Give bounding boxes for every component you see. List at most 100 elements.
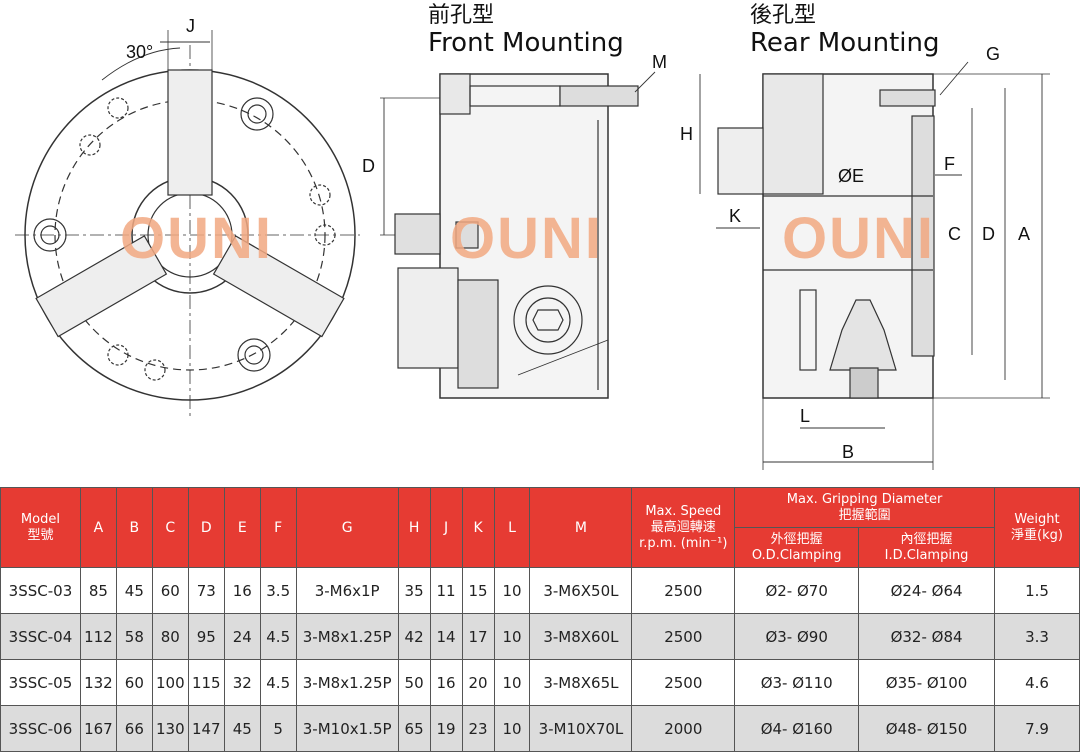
cell-a: 112: [79, 613, 117, 660]
front-mounting-caption-cn: 前孔型: [428, 3, 495, 28]
cell-k: 23: [461, 705, 495, 752]
cell-od: Ø3- Ø110: [734, 659, 860, 706]
header-speed: Max. Speed 最高迴轉速 r.p.m. (min⁻¹): [631, 487, 736, 568]
cell-f: 4.5: [259, 659, 297, 706]
spec-table: Model 型號 A B C D E F G H J K L M Max. Sp…: [0, 487, 1080, 752]
header-model-en: Model: [20, 511, 60, 527]
header-h: H: [397, 487, 431, 568]
header-speed-unit: r.p.m. (min⁻¹): [639, 535, 728, 551]
cell-b: 58: [115, 613, 153, 660]
cell-a: 85: [79, 567, 117, 614]
header-od-cn: 外徑把握: [770, 531, 823, 547]
cell-speed: 2500: [631, 613, 736, 660]
cell-speed: 2500: [631, 567, 736, 614]
cell-m: 3-M10X70L: [529, 705, 633, 752]
dim-label-e: ØE: [838, 166, 864, 186]
cell-g: 3-M6x1P: [295, 567, 399, 614]
cell-c: 130: [151, 705, 189, 752]
cell-e: 45: [223, 705, 261, 752]
table-row: 3SSC-03 85 45 60 73 16 3.5 3-M6x1P 35 11…: [0, 567, 1080, 614]
dim-label-m: M: [652, 52, 667, 72]
cell-weight: 3.3: [993, 613, 1080, 660]
cell-l: 10: [493, 705, 531, 752]
cell-od: Ø2- Ø70: [734, 567, 860, 614]
cell-e: 16: [223, 567, 261, 614]
header-l: L: [493, 487, 531, 568]
cell-f: 4.5: [259, 613, 297, 660]
dim-label-c: C: [948, 224, 961, 244]
cell-m: 3-M8X60L: [529, 613, 633, 660]
technical-drawing: 30° J M D G H ØE F K C D A L B: [15, 16, 1050, 470]
cell-model: 3SSC-05: [0, 659, 81, 706]
cell-k: 20: [461, 659, 495, 706]
cell-m: 3-M8X65L: [529, 659, 633, 706]
cell-speed: 2500: [631, 659, 736, 706]
dim-label-d-front: D: [362, 156, 375, 176]
cell-model: 3SSC-06: [0, 705, 81, 752]
cell-weight: 7.9: [993, 705, 1080, 752]
header-j: J: [429, 487, 463, 568]
cell-od: Ø3- Ø90: [734, 613, 860, 660]
cell-h: 50: [397, 659, 431, 706]
dim-label-k: K: [729, 206, 741, 226]
cell-b: 60: [115, 659, 153, 706]
header-d: D: [187, 487, 225, 568]
dim-label-a: A: [1018, 224, 1030, 244]
header-weight-cn: 淨重(kg): [1011, 527, 1063, 543]
header-f: F: [259, 487, 297, 568]
cell-d: 95: [187, 613, 225, 660]
cell-h: 65: [397, 705, 431, 752]
header-grip: Max. Gripping Diameter 把握範圍: [734, 487, 995, 528]
cell-weight: 1.5: [993, 567, 1080, 614]
cell-id: Ø35- Ø100: [858, 659, 995, 706]
cell-id: Ø24- Ø64: [858, 567, 995, 614]
dim-label-h: H: [680, 124, 693, 144]
cell-d: 147: [187, 705, 225, 752]
header-g: G: [295, 487, 399, 568]
dim-label-f: F: [944, 154, 955, 174]
header-a: A: [79, 487, 117, 568]
cell-e: 32: [223, 659, 261, 706]
cell-l: 10: [493, 613, 531, 660]
cell-model: 3SSC-03: [0, 567, 81, 614]
cell-id: Ø32- Ø84: [858, 613, 995, 660]
header-grip-cn: 把握範圍: [838, 507, 891, 523]
front-mounting-caption: 前孔型 Front Mounting: [428, 3, 624, 59]
cell-j: 11: [429, 567, 463, 614]
cell-a: 167: [79, 705, 117, 752]
header-model-cn: 型號: [27, 527, 54, 543]
cell-b: 66: [115, 705, 153, 752]
watermark-3: OUNI: [782, 206, 935, 271]
dim-label-d-rear: D: [982, 224, 995, 244]
header-speed-cn: 最高迴轉速: [650, 519, 716, 535]
cell-c: 80: [151, 613, 189, 660]
table-row: 3SSC-05 132 60 100 115 32 4.5 3-M8x1.25P…: [0, 659, 1080, 706]
cell-g: 3-M8x1.25P: [295, 659, 399, 706]
cell-m: 3-M6X50L: [529, 567, 633, 614]
header-c: C: [151, 487, 189, 568]
cell-j: 16: [429, 659, 463, 706]
cell-e: 24: [223, 613, 261, 660]
header-model: Model 型號: [0, 487, 81, 568]
watermark-2: OUNI: [450, 206, 603, 271]
cell-f: 3.5: [259, 567, 297, 614]
cell-k: 17: [461, 613, 495, 660]
cell-model: 3SSC-04: [0, 613, 81, 660]
header-od: 外徑把握 O.D.Clamping: [734, 527, 860, 568]
rear-mounting-side-view: [699, 61, 1050, 470]
header-od-en: O.D.Clamping: [751, 547, 842, 563]
cell-id: Ø48- Ø150: [858, 705, 995, 752]
cell-l: 10: [493, 659, 531, 706]
header-b: B: [115, 487, 153, 568]
dim-label-b: B: [842, 442, 854, 462]
header-e: E: [223, 487, 261, 568]
dim-label-g: G: [986, 44, 1000, 64]
front-view-circle: [15, 30, 360, 420]
rear-mounting-caption: 後孔型 Rear Mounting: [750, 3, 939, 59]
rear-mounting-caption-cn: 後孔型: [750, 3, 817, 28]
table-row: 3SSC-04 112 58 80 95 24 4.5 3-M8x1.25P 4…: [0, 613, 1080, 660]
cell-c: 60: [151, 567, 189, 614]
header-id: 內徑把握 I.D.Clamping: [858, 527, 995, 568]
dim-label-l: L: [800, 406, 810, 426]
header-grip-en: Max. Gripping Diameter: [786, 491, 943, 507]
